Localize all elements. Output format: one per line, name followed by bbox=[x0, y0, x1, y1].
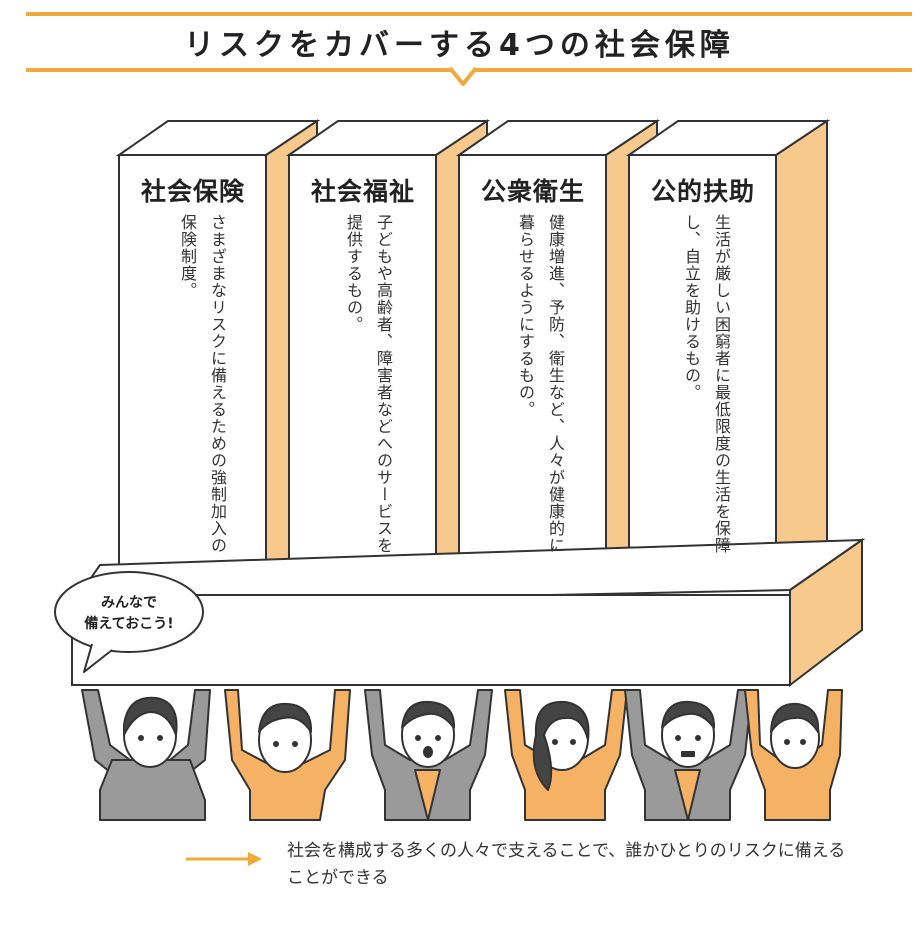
speech-bubble-text: みんなで 備えておこう! bbox=[60, 593, 198, 635]
caption: 社会を構成する多くの人々で支えることで、誰かひとりのリスクに備えることができる bbox=[287, 841, 846, 888]
base-slab bbox=[70, 538, 866, 688]
title-rule-top bbox=[26, 12, 912, 16]
speech-bubble-line-2: 備えておこう! bbox=[84, 616, 174, 632]
speech-bubble bbox=[54, 571, 204, 673]
pillar-description-public-health: 健康増進、予防、衛生など、人々が健康的に暮らせるようにするもの。 bbox=[516, 214, 565, 554]
pillar-title-public-health: 公衆衛生 bbox=[480, 177, 585, 206]
title-pointer-icon bbox=[448, 66, 478, 86]
pillar-1 bbox=[115, 119, 321, 581]
speech-bubble-line-1: みんなで bbox=[101, 595, 157, 611]
people bbox=[81, 689, 843, 821]
arrow-icon bbox=[186, 852, 262, 866]
pillar-description-social-welfare: 子どもや高齢者、障害者などへのサービスを提供するもの。 bbox=[344, 214, 393, 554]
pillar-description-social-insurance: さまざまなリスクに備えるための強制加入の保険制度。 bbox=[178, 214, 227, 554]
pillar-title-social-welfare: 社会福祉 bbox=[310, 177, 415, 206]
pillar-4 bbox=[625, 119, 831, 581]
page-title: リスクをカバーする4つの社会保障 bbox=[184, 28, 735, 63]
pillar-title-public-assistance: 公的扶助 bbox=[650, 177, 755, 206]
pillar-title-social-insurance: 社会保険 bbox=[140, 177, 245, 206]
pillar-description-public-assistance: 生活が厳しい困窮者に最低限度の生活を保障し、自立を助けるもの。 bbox=[682, 214, 731, 554]
